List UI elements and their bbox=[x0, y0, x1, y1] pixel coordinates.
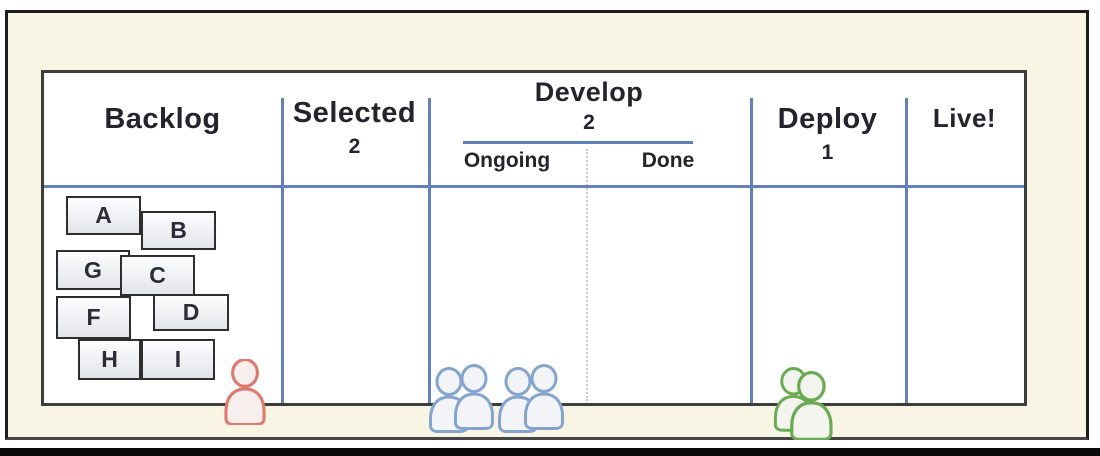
develop-team-icon bbox=[429, 364, 564, 433]
backlog-card-a[interactable]: A bbox=[66, 196, 141, 235]
outer-frame: Backlog Selected 2 Develop 2 Ongoing Don… bbox=[5, 10, 1089, 440]
single-person-icon bbox=[224, 359, 266, 425]
kanban-board: Backlog Selected 2 Develop 2 Ongoing Don… bbox=[41, 70, 1027, 406]
column-header-selected: Selected bbox=[292, 97, 417, 129]
backlog-card-c[interactable]: C bbox=[120, 255, 195, 296]
subcolumn-header-ongoing: Ongoing bbox=[463, 149, 551, 172]
backlog-card-f[interactable]: F bbox=[56, 296, 131, 339]
column-separator-selected-develop bbox=[428, 98, 431, 403]
column-header-develop: Develop bbox=[534, 77, 644, 107]
wip-limit-deploy: 1 bbox=[821, 141, 834, 164]
subcolumn-separator-ongoing-done bbox=[586, 149, 588, 401]
column-header-backlog: Backlog bbox=[104, 103, 221, 135]
column-header-deploy: Deploy bbox=[777, 103, 878, 135]
backlog-card-b[interactable]: B bbox=[141, 211, 216, 250]
develop-underline bbox=[463, 141, 693, 144]
letterbox-bar bbox=[0, 448, 1100, 456]
column-separator-backlog-selected bbox=[281, 98, 284, 403]
column-separator-develop-deploy bbox=[750, 98, 753, 403]
wip-limit-selected: 2 bbox=[348, 135, 361, 158]
subcolumn-header-done: Done bbox=[641, 149, 695, 172]
backlog-card-h[interactable]: H bbox=[78, 339, 141, 380]
column-separator-deploy-live bbox=[905, 98, 908, 403]
deploy-team-icon bbox=[773, 367, 833, 440]
backlog-card-i[interactable]: I bbox=[141, 339, 215, 380]
column-header-live: Live! bbox=[932, 103, 997, 133]
backlog-card-g[interactable]: G bbox=[56, 250, 130, 290]
backlog-card-d[interactable]: D bbox=[153, 294, 229, 331]
header-divider-line bbox=[44, 185, 1024, 188]
wip-limit-develop: 2 bbox=[583, 111, 595, 134]
